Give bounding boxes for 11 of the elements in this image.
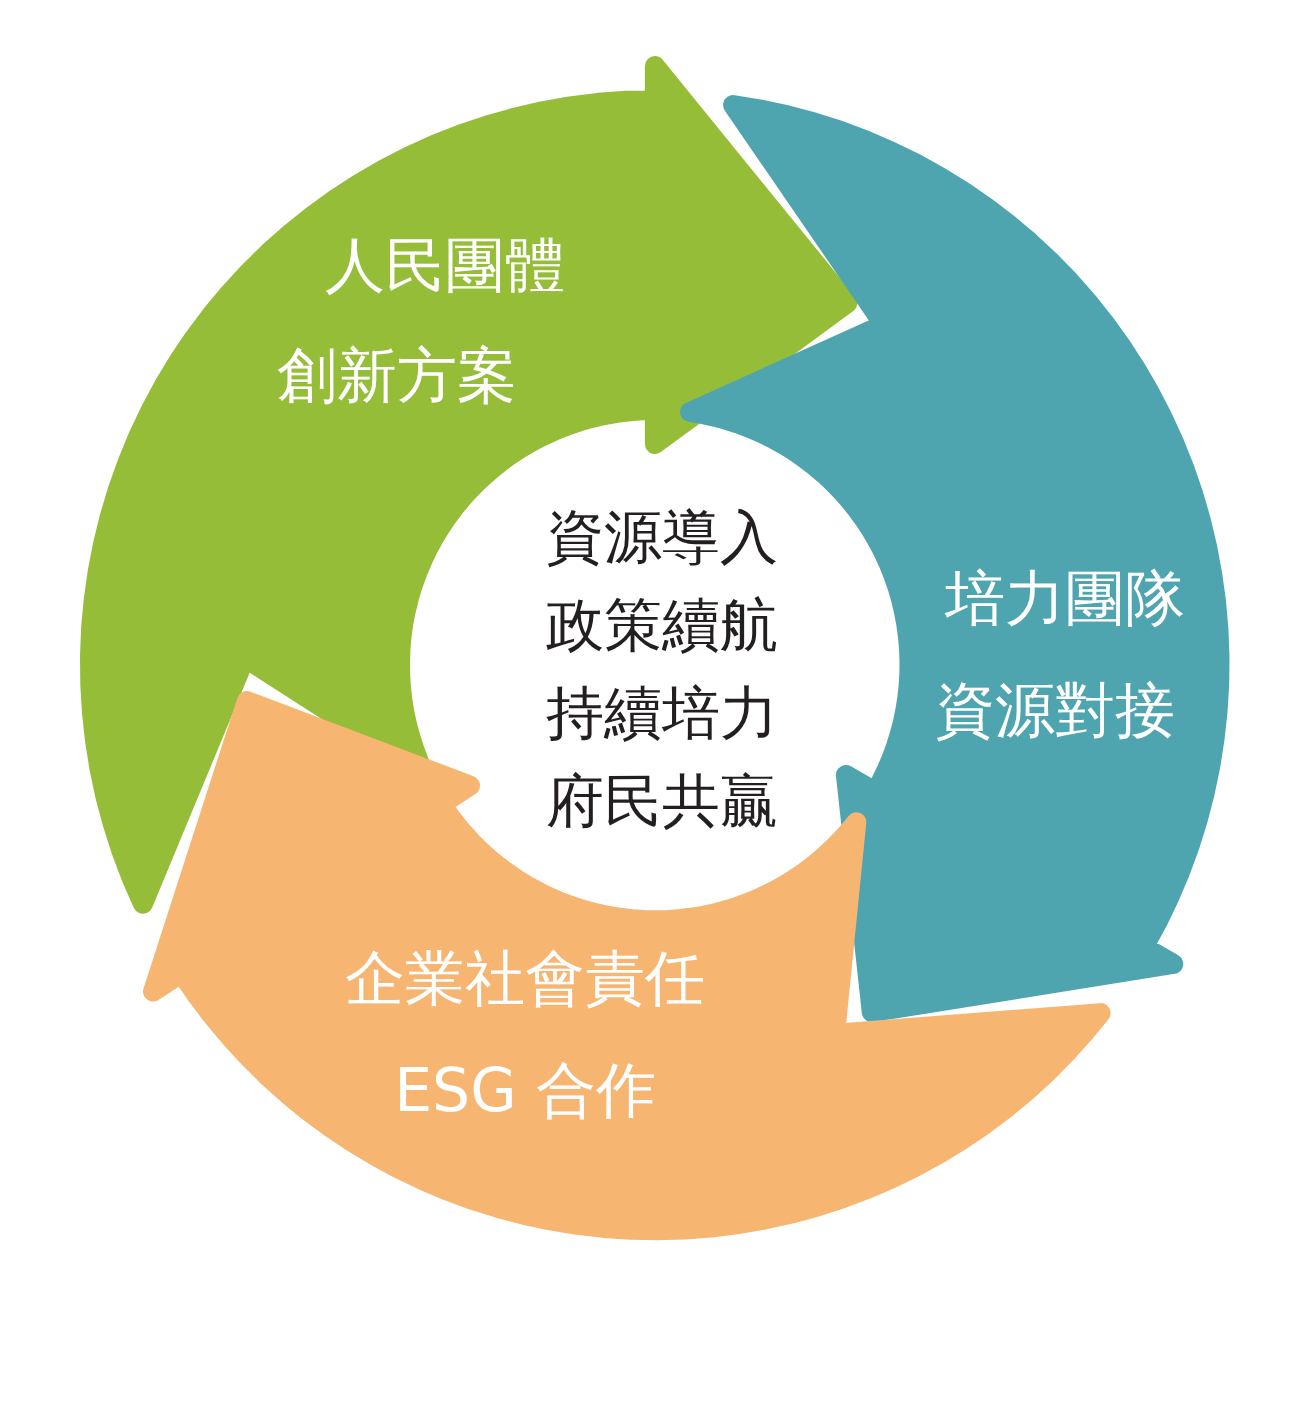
segment-label: 創新方案 [277, 345, 517, 405]
segment-label: 資源對接 [935, 680, 1175, 740]
arrow-segment [78, 54, 860, 916]
segment-label: ESG 合作 [394, 1060, 656, 1120]
center-label: 持續培力 [546, 684, 778, 742]
center-label: 政策續航 [546, 596, 778, 654]
center-label: 府民共贏 [546, 772, 778, 830]
segment-label: 培力團隊 [945, 568, 1185, 628]
segment-label: 企業社會責任 [345, 948, 705, 1008]
segment-label: 人民團體 [325, 235, 565, 295]
center-label: 資源導入 [546, 508, 778, 566]
